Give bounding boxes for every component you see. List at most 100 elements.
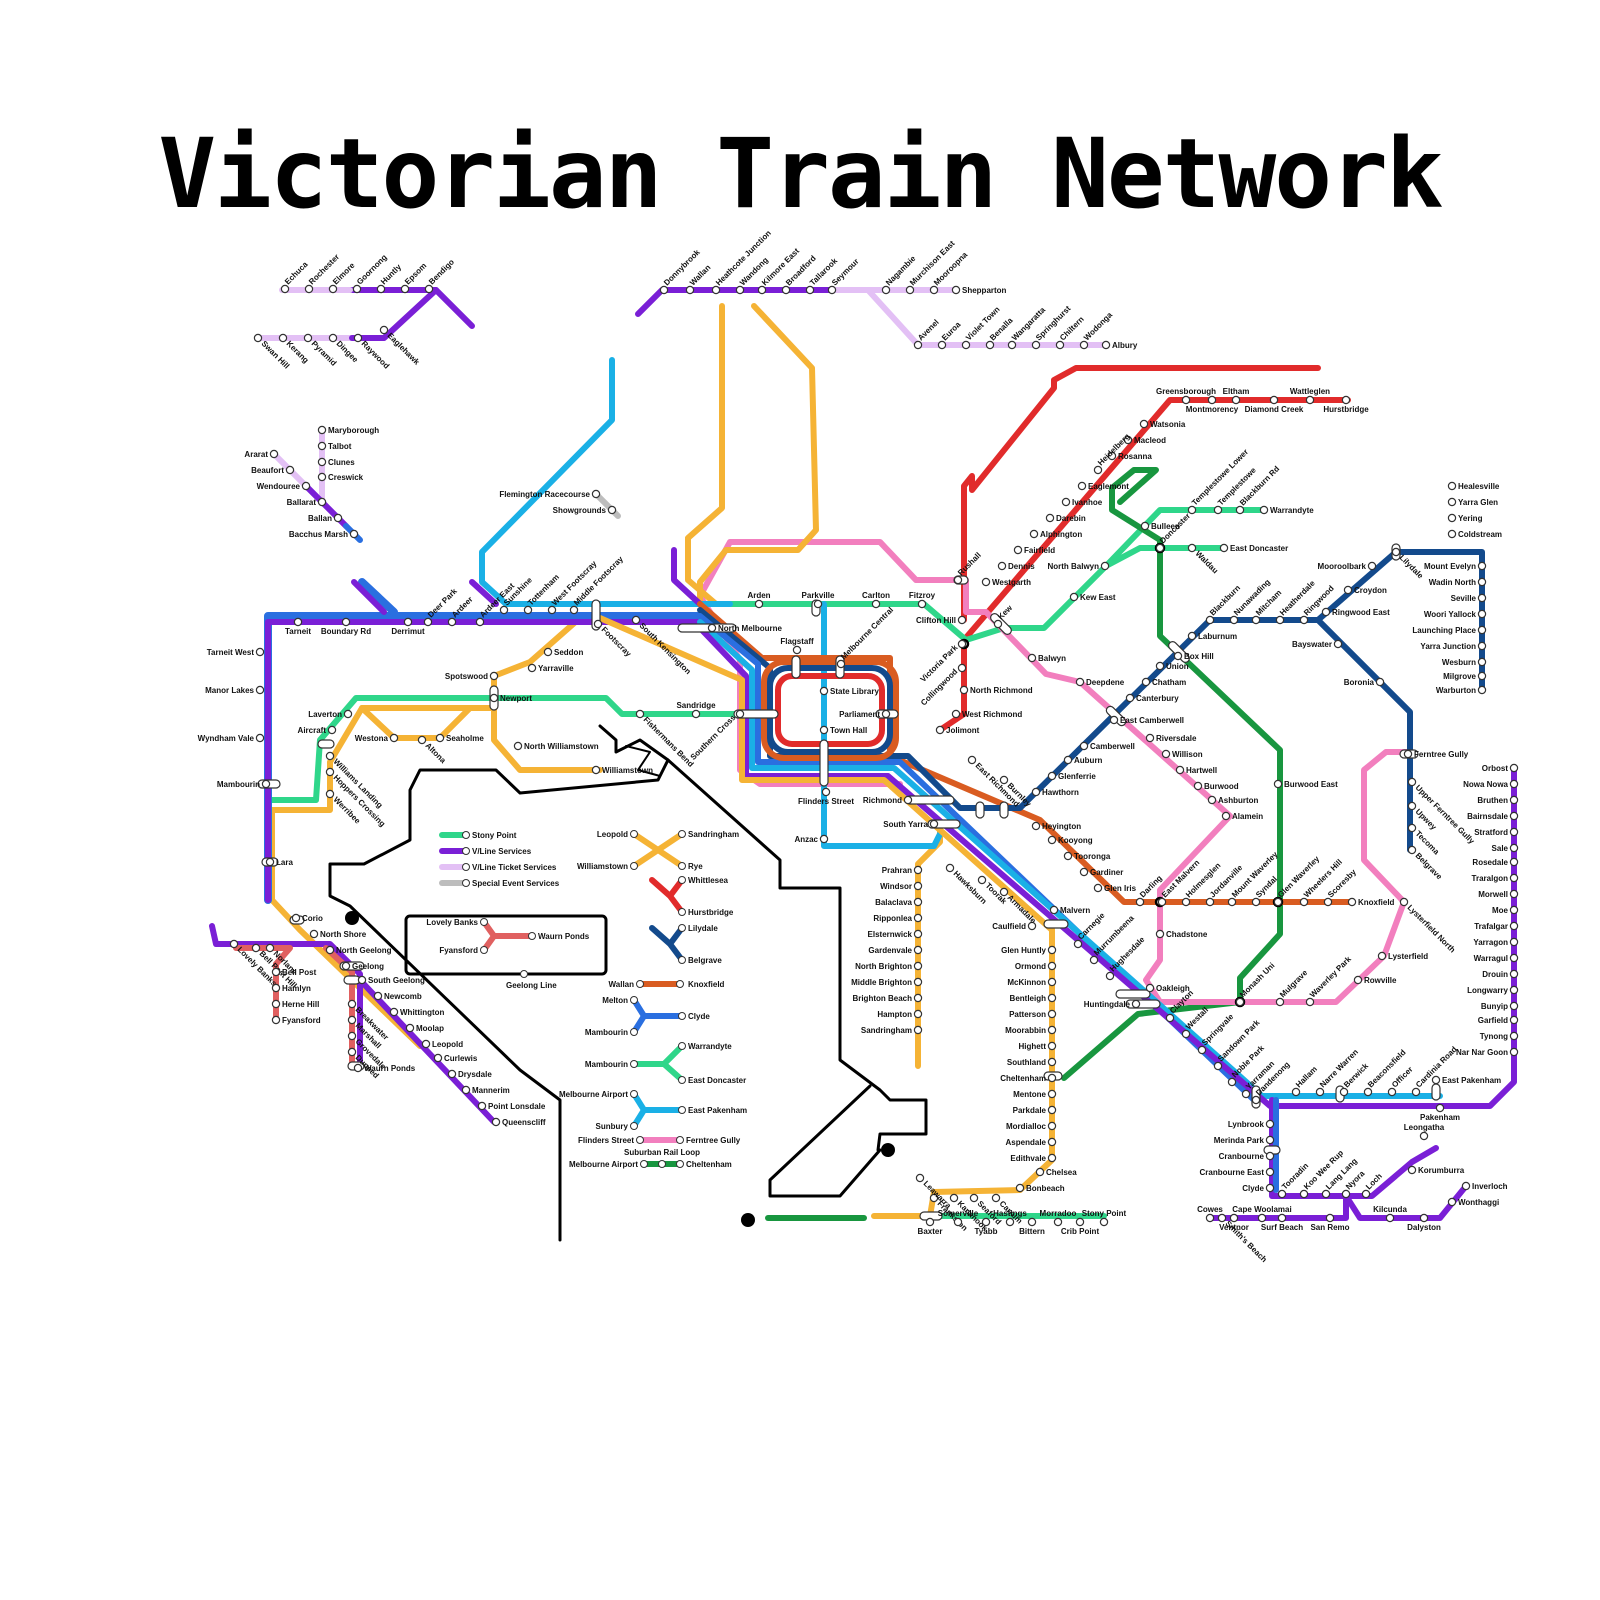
station-marker[interactable]: [1251, 615, 1261, 625]
station-marker[interactable]: [1027, 653, 1037, 663]
station-marker[interactable]: [925, 1217, 935, 1227]
station-marker[interactable]: [819, 834, 829, 844]
station-marker[interactable]: [1291, 1087, 1301, 1097]
station[interactable]: Orbost: [1482, 763, 1519, 773]
station[interactable]: Warragul: [1474, 953, 1519, 963]
station[interactable]: Ballan: [308, 513, 343, 523]
station-marker[interactable]: [735, 709, 745, 719]
station-marker[interactable]: [1321, 607, 1331, 617]
station[interactable]: Showgrounds: [553, 505, 617, 515]
station[interactable]: Clunes: [317, 457, 355, 467]
station-marker[interactable]: [1375, 677, 1385, 687]
station-marker[interactable]: [1193, 781, 1203, 791]
station-marker[interactable]: [711, 285, 721, 295]
station-marker[interactable]: [1251, 1095, 1261, 1105]
station[interactable]: Pakenham: [1420, 1103, 1460, 1122]
station-marker[interactable]: [997, 561, 1007, 571]
station-marker[interactable]: [1161, 749, 1171, 759]
station-marker[interactable]: [1027, 1217, 1037, 1227]
station-marker[interactable]: [1343, 585, 1353, 595]
station[interactable]: Boronia: [1344, 677, 1385, 687]
station-marker[interactable]: [1105, 971, 1115, 981]
station-marker[interactable]: [1277, 1189, 1287, 1199]
station[interactable]: Fyansford: [271, 1015, 321, 1025]
station-marker[interactable]: [913, 929, 923, 939]
station-marker[interactable]: [1407, 823, 1417, 833]
station-marker[interactable]: [1391, 547, 1401, 557]
station-marker[interactable]: [1063, 755, 1073, 765]
station[interactable]: Alphington: [1029, 529, 1082, 539]
station-marker[interactable]: [827, 285, 837, 295]
station[interactable]: Mount Evelyn: [1424, 561, 1487, 571]
station-marker[interactable]: [1005, 1217, 1015, 1227]
station-marker[interactable]: [1273, 779, 1283, 789]
station[interactable]: Newport: [489, 693, 532, 703]
station-marker[interactable]: [1107, 451, 1117, 461]
station-marker[interactable]: [1141, 677, 1151, 687]
station[interactable]: Dennis: [997, 561, 1035, 571]
station[interactable]: Williamstown: [591, 765, 653, 775]
station-marker[interactable]: [1047, 1153, 1057, 1163]
station-marker[interactable]: [513, 741, 523, 751]
station[interactable]: Clifton Hill: [916, 615, 967, 625]
station-marker[interactable]: [1047, 1073, 1057, 1083]
station-marker[interactable]: [991, 1193, 1001, 1203]
station-marker[interactable]: [1031, 821, 1041, 831]
station[interactable]: Morwell: [1478, 889, 1519, 899]
station-marker[interactable]: [271, 999, 281, 1009]
station[interactable]: Sale: [1492, 843, 1519, 853]
station-marker[interactable]: [1477, 657, 1487, 667]
station-marker[interactable]: [1251, 897, 1261, 907]
station-marker[interactable]: [1407, 777, 1417, 787]
station-marker[interactable]: [913, 993, 923, 1003]
station-marker[interactable]: [1187, 631, 1197, 641]
station[interactable]: Drouin: [1482, 969, 1519, 979]
station-marker[interactable]: [1187, 543, 1197, 553]
station-marker[interactable]: [1207, 795, 1217, 805]
station-marker[interactable]: [1509, 763, 1519, 773]
station[interactable]: McKinnon: [1007, 977, 1057, 987]
station-marker[interactable]: [685, 285, 695, 295]
station[interactable]: Warburton: [1436, 685, 1487, 695]
station[interactable]: Crib Point: [1061, 1217, 1100, 1236]
station[interactable]: Derrimut: [391, 617, 425, 636]
station-marker[interactable]: [1265, 1183, 1275, 1193]
station-marker[interactable]: [935, 725, 945, 735]
station[interactable]: North Brighton: [855, 961, 923, 971]
station-marker[interactable]: [1089, 955, 1099, 965]
station-marker[interactable]: [819, 725, 829, 735]
station-marker[interactable]: [1361, 1189, 1371, 1199]
station-marker[interactable]: [1477, 577, 1487, 587]
station-marker[interactable]: [1477, 671, 1487, 681]
station-marker[interactable]: [913, 961, 923, 971]
station-marker[interactable]: [1221, 811, 1231, 821]
station[interactable]: Traralgon: [1472, 873, 1519, 883]
station[interactable]: Bairnsdale: [1467, 811, 1519, 821]
station[interactable]: Hurstbridge: [1323, 395, 1369, 414]
station[interactable]: Parkdale: [1013, 1105, 1057, 1115]
station[interactable]: Southern Cross: [689, 709, 745, 762]
station[interactable]: Macleod: [1123, 435, 1166, 445]
station-marker[interactable]: [1273, 897, 1283, 907]
station-marker[interactable]: [635, 709, 645, 719]
station-marker[interactable]: [1047, 1009, 1057, 1019]
station[interactable]: Herne Hill: [271, 999, 319, 1009]
station-marker[interactable]: [1131, 999, 1141, 1009]
station-marker[interactable]: [317, 497, 327, 507]
station-marker[interactable]: [1045, 513, 1055, 523]
station[interactable]: Bell Post: [271, 967, 317, 977]
station-marker[interactable]: [475, 617, 485, 627]
station-marker[interactable]: [1100, 561, 1110, 571]
station-marker[interactable]: [1213, 505, 1223, 515]
station-marker[interactable]: [1477, 609, 1487, 619]
station-marker[interactable]: [1235, 505, 1245, 515]
station-marker[interactable]: [913, 865, 923, 875]
station-marker[interactable]: [913, 881, 923, 891]
station-marker[interactable]: [1125, 693, 1135, 703]
station[interactable]: Yering: [1447, 513, 1483, 523]
station-marker[interactable]: [347, 999, 357, 1009]
station-marker[interactable]: [969, 1193, 979, 1203]
station[interactable]: Manor Lakes: [205, 685, 265, 695]
station-marker[interactable]: [1047, 1025, 1057, 1035]
station-marker[interactable]: [836, 659, 846, 669]
